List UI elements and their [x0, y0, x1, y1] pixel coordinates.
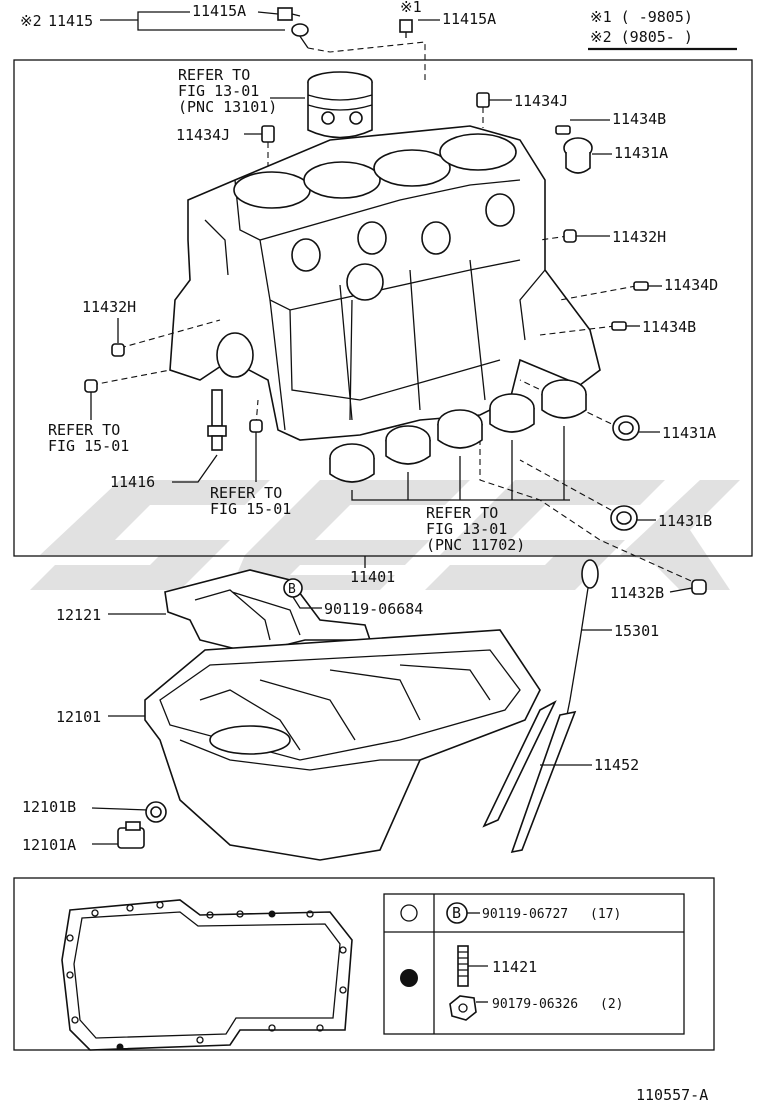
label-11415A-right: 11415A: [442, 10, 496, 28]
drain-plug-12101A: [117, 821, 145, 849]
leader-90119-06684: [292, 596, 322, 609]
ref-bearing-line1: REFER TO: [426, 504, 498, 522]
stud-11416: [207, 389, 227, 451]
label-12121: 12121: [56, 606, 101, 624]
pin-left-dowel: [84, 379, 98, 393]
bottom-detail-box: [13, 877, 715, 1051]
label-11432H-right: 11432H: [612, 228, 666, 246]
table-row2-part: 11421: [492, 958, 537, 976]
ref-left-line2: FIG 15-01: [48, 437, 129, 455]
nut-90179-06326: [449, 995, 477, 1021]
leader-11432B: [669, 587, 693, 593]
stud-bolt-11421: [457, 945, 469, 987]
label-11431B: 11431B: [658, 512, 712, 530]
bearing-1: [329, 443, 375, 483]
label-11434J-left: 11434J: [176, 126, 230, 144]
pin-mid-dowel: [249, 419, 263, 433]
bearing-2: [385, 425, 431, 465]
pin-11434J-right: [476, 92, 490, 108]
leader-12101B: [91, 807, 149, 811]
label-11416: 11416: [110, 473, 155, 491]
leader-11415: [100, 11, 285, 31]
marker-1: ※1: [400, 0, 422, 16]
ref-left-line1: REFER TO: [48, 421, 120, 439]
pin-11434B-mid: [611, 321, 627, 331]
block-frame: [13, 59, 753, 557]
oil-pressure-switch-part: [277, 7, 309, 49]
pin-11434D: [633, 281, 649, 291]
label-11434J-right: 11434J: [514, 92, 568, 110]
label-11434D: 11434D: [664, 276, 718, 294]
table-row3-part: 90179-06326: [492, 997, 578, 1012]
bearing-3: [437, 409, 483, 449]
label-11434B-top: 11434B: [612, 110, 666, 128]
plug-11431B: [610, 505, 638, 531]
ref-piston-line3: (PNC 13101): [178, 98, 277, 116]
marker-2: ※2: [20, 12, 42, 30]
leader-11416: [172, 454, 218, 483]
ref-mid-line1: REFER TO: [210, 484, 282, 502]
label-12101: 12101: [56, 708, 101, 726]
table-row3-qty: (2): [600, 997, 623, 1012]
plug-11432B: [691, 579, 707, 595]
table-row1-qty: (17): [590, 907, 621, 922]
label-15301: 15301: [614, 622, 659, 640]
filled-circle-symbol: [400, 969, 418, 987]
fastener-symbol-table: B 90119-06727 (17) 11421 90179-06326 (2): [383, 893, 685, 1035]
dashed-line-switch: [307, 41, 426, 80]
watermark: [30, 480, 740, 590]
pin-11434J-left: [261, 125, 275, 143]
label-11431A-top: 11431A: [614, 144, 668, 162]
gasket-12101B: [145, 801, 167, 823]
bearing-5: [541, 379, 587, 419]
b-letter-upper: B: [288, 582, 296, 597]
pan-gasket-outline: [61, 899, 353, 1051]
ref-bearing-line3: (PNC 11702): [426, 536, 525, 554]
variant-legend: ※1 ( -9805) ※2 (9805- ): [588, 8, 737, 51]
plug-11431A-top: [563, 137, 593, 174]
legend-line-2: ※2 (9805- ): [590, 28, 693, 46]
b-letter-table: B: [452, 904, 461, 922]
legend-line-1: ※1 ( -9805): [590, 8, 693, 26]
label-11434B-mid: 11434B: [642, 318, 696, 336]
ref-bearing-line2: FIG 13-01: [426, 520, 507, 538]
table-row1-part: 90119-06727: [482, 907, 568, 922]
leader-bearings: [351, 426, 570, 501]
guide-tube-11452: [482, 700, 577, 854]
plug-11431A-mid: [612, 415, 640, 441]
oil-pan-12101: [144, 629, 541, 861]
open-circle-symbol: [400, 904, 418, 922]
label-90119-06684: 90119-06684: [324, 600, 423, 618]
oil-switch-right-part: [399, 19, 413, 38]
main-bearings: [329, 379, 587, 483]
label-11415: 11415: [48, 12, 93, 30]
ref-piston-line2: FIG 13-01: [178, 82, 259, 100]
label-11432H-left: 11432H: [82, 298, 136, 316]
label-12101A: 12101A: [22, 836, 76, 854]
plug-11432H-right: [563, 229, 577, 243]
label-11401: 11401: [350, 568, 395, 586]
pin-11434B-top: [555, 125, 571, 135]
label-11415A-left: 11415A: [192, 2, 246, 20]
label-11431A-mid: 11431A: [662, 424, 716, 442]
label-12101B: 12101B: [22, 798, 76, 816]
ref-piston-line1: REFER TO: [178, 66, 250, 84]
ref-mid-line2: FIG 15-01: [210, 500, 291, 518]
label-11432B: 11432B: [610, 584, 664, 602]
piston-part: [307, 71, 373, 139]
leader-11415A-left: [257, 11, 279, 15]
diagram-id: 110557-A: [636, 1086, 708, 1104]
bearing-4: [489, 393, 535, 433]
label-11452: 11452: [594, 756, 639, 774]
cylinder-block: [169, 125, 601, 441]
plug-11432H-left: [111, 343, 125, 357]
